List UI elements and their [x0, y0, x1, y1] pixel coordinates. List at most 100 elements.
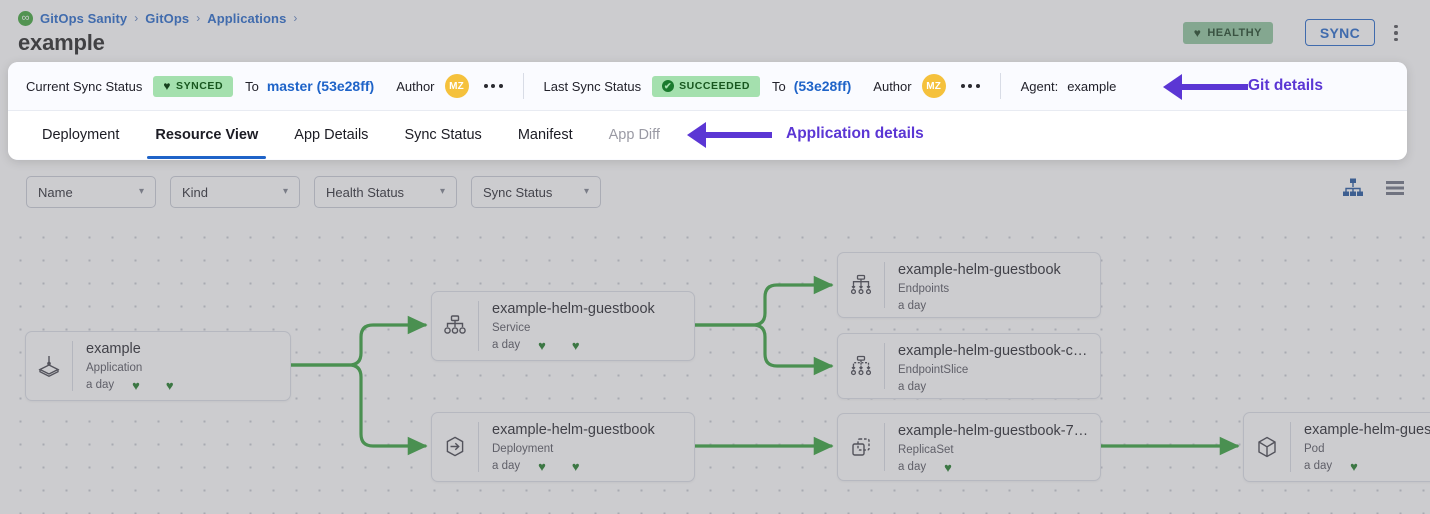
tree-view-icon[interactable]	[1342, 177, 1364, 199]
graph-node-service[interactable]: example-helm-guestbook Service a day ♥ ♥	[431, 291, 695, 361]
graph-node-application[interactable]: example Application a day ♥ ♥	[25, 331, 291, 401]
node-divider	[884, 262, 885, 308]
filter-kind-label: Kind	[182, 184, 209, 200]
node-age: a day	[898, 381, 927, 393]
filter-sync-status-select[interactable]: Sync Status ▾	[471, 176, 601, 208]
service-icon	[432, 292, 478, 360]
last-to-label: To	[771, 78, 786, 94]
filter-health-status-select[interactable]: Health Status ▾	[314, 176, 457, 208]
list-view-icon[interactable]	[1384, 177, 1406, 199]
breadcrumb-separator: ›	[196, 11, 201, 25]
application-icon	[26, 332, 72, 400]
graph-edges	[289, 275, 1240, 456]
current-author-label: Author	[396, 78, 435, 94]
heart-icon: ♥	[163, 79, 172, 93]
agent-label: Agent:	[1020, 78, 1059, 94]
breadcrumb-item-0[interactable]: GitOps Sanity	[40, 10, 128, 26]
pod-icon	[1244, 413, 1290, 481]
view-toggle-group	[1342, 177, 1406, 199]
chevron-down-icon: ▾	[138, 186, 144, 197]
node-divider	[72, 341, 73, 391]
current-author-avatar[interactable]: MZ	[444, 74, 469, 98]
sync-button[interactable]: SYNC	[1304, 19, 1375, 46]
breadcrumb-separator: ›	[134, 11, 139, 25]
tab-manifest[interactable]: Manifest	[517, 127, 573, 143]
current-revision-link[interactable]: master (53e28ff)	[266, 78, 375, 94]
chevron-down-icon: ▾	[583, 186, 589, 197]
filter-toolbar: Name ▾ Kind ▾ Health Status ▾ Sync Statu…	[0, 166, 1430, 218]
gitops-logo-icon: ∞	[18, 10, 33, 26]
node-age: a day	[897, 461, 927, 473]
node-title: example-helm-guestbook-ct…	[898, 343, 1090, 359]
sync-heart-icon: ♥	[571, 458, 580, 474]
health-heart-icon: ♥	[538, 337, 546, 353]
tab-resource-view[interactable]: Resource View	[137, 112, 276, 159]
resource-graph-canvas[interactable]: example Application a day ♥ ♥ exam	[0, 218, 1430, 514]
application-details-annotation-label: Application details	[786, 125, 924, 142]
node-title: example-helm-guestbook	[492, 301, 655, 317]
application-details-annotation-arrow	[687, 122, 772, 148]
node-title: example-helm-guest	[1304, 422, 1430, 438]
current-sync-status-text: SYNCED	[176, 80, 224, 92]
health-status-label: HEALTHY	[1207, 27, 1262, 39]
breadcrumb-item-2[interactable]: Applications	[207, 10, 287, 26]
breadcrumb-separator: ›	[293, 11, 298, 25]
divider	[522, 73, 524, 99]
node-title: example	[86, 341, 141, 357]
graph-node-endpoints[interactable]: example-helm-guestbook Endpoints a day	[837, 252, 1101, 318]
node-age: a day	[86, 379, 115, 391]
last-sync-status-label: Last Sync Status	[543, 78, 642, 94]
node-age: a day	[492, 339, 521, 351]
sync-heart-icon: ♥	[571, 337, 580, 353]
breadcrumb-item-1[interactable]: GitOps	[145, 10, 190, 26]
node-kind: Pod	[1304, 443, 1325, 455]
graph-node-deployment[interactable]: example-helm-guestbook Deployment a day …	[431, 412, 695, 482]
check-circle-icon: ✔	[662, 80, 675, 92]
node-kind: Deployment	[492, 443, 554, 455]
more-horizontal-icon[interactable]	[483, 84, 503, 88]
health-heart-icon: ♥	[1350, 458, 1358, 474]
health-heart-icon: ♥	[132, 377, 140, 393]
filter-name-select[interactable]: Name ▾	[26, 176, 156, 208]
node-divider	[478, 301, 479, 351]
filter-health-status-label: Health Status	[326, 184, 405, 200]
deployment-icon	[432, 413, 478, 481]
node-divider	[884, 343, 885, 389]
endpointslice-icon	[838, 334, 884, 398]
node-divider	[884, 423, 885, 471]
more-vertical-icon[interactable]	[1386, 20, 1406, 46]
tab-deployment[interactable]: Deployment	[42, 127, 120, 143]
last-revision-link[interactable]: (53e28ff)	[793, 78, 852, 94]
current-sync-status-label: Current Sync Status	[26, 78, 143, 94]
node-kind: EndpointSlice	[898, 364, 969, 376]
last-sync-status-text: SUCCEEDED	[679, 80, 750, 92]
tab-app-details[interactable]: App Details	[294, 127, 369, 143]
graph-node-replicaset[interactable]: example-helm-guestbook-74… ReplicaSet a …	[837, 413, 1101, 481]
graph-node-endpointslice[interactable]: example-helm-guestbook-ct… EndpointSlice…	[837, 333, 1101, 399]
replicaset-icon	[838, 414, 884, 480]
sync-heart-icon: ♥	[165, 377, 174, 393]
health-heart-icon: ♥	[538, 458, 546, 474]
node-kind: ReplicaSet	[897, 444, 954, 456]
application-tabs: Deployment Resource View App Details Syn…	[8, 111, 1407, 159]
graph-node-pod[interactable]: example-helm-guest Pod a day ♥	[1243, 412, 1430, 482]
node-kind: Endpoints	[898, 283, 950, 295]
current-sync-status-badge: ♥ SYNCED	[153, 75, 234, 97]
node-kind: Service	[492, 322, 531, 334]
node-title: example-helm-guestbook-74…	[897, 423, 1090, 439]
last-author-avatar[interactable]: MZ	[921, 74, 946, 98]
git-details-annotation-arrow	[1163, 74, 1248, 100]
health-heart-icon: ♥	[944, 459, 952, 475]
chevron-down-icon: ▾	[439, 186, 445, 197]
current-to-label: To	[245, 78, 259, 94]
more-horizontal-icon[interactable]	[960, 84, 980, 88]
last-author-label: Author	[873, 78, 912, 94]
application-details-panel: Current Sync Status ♥ SYNCED To master (…	[8, 62, 1407, 160]
chevron-down-icon: ▾	[282, 186, 288, 197]
git-details-annotation-label: Git details	[1248, 77, 1323, 94]
heart-icon: ♥	[1193, 26, 1202, 40]
page-title: example	[18, 30, 105, 55]
tab-sync-status[interactable]: Sync Status	[404, 127, 482, 143]
filter-sync-status-label: Sync Status	[483, 184, 553, 200]
filter-kind-select[interactable]: Kind ▾	[170, 176, 300, 208]
